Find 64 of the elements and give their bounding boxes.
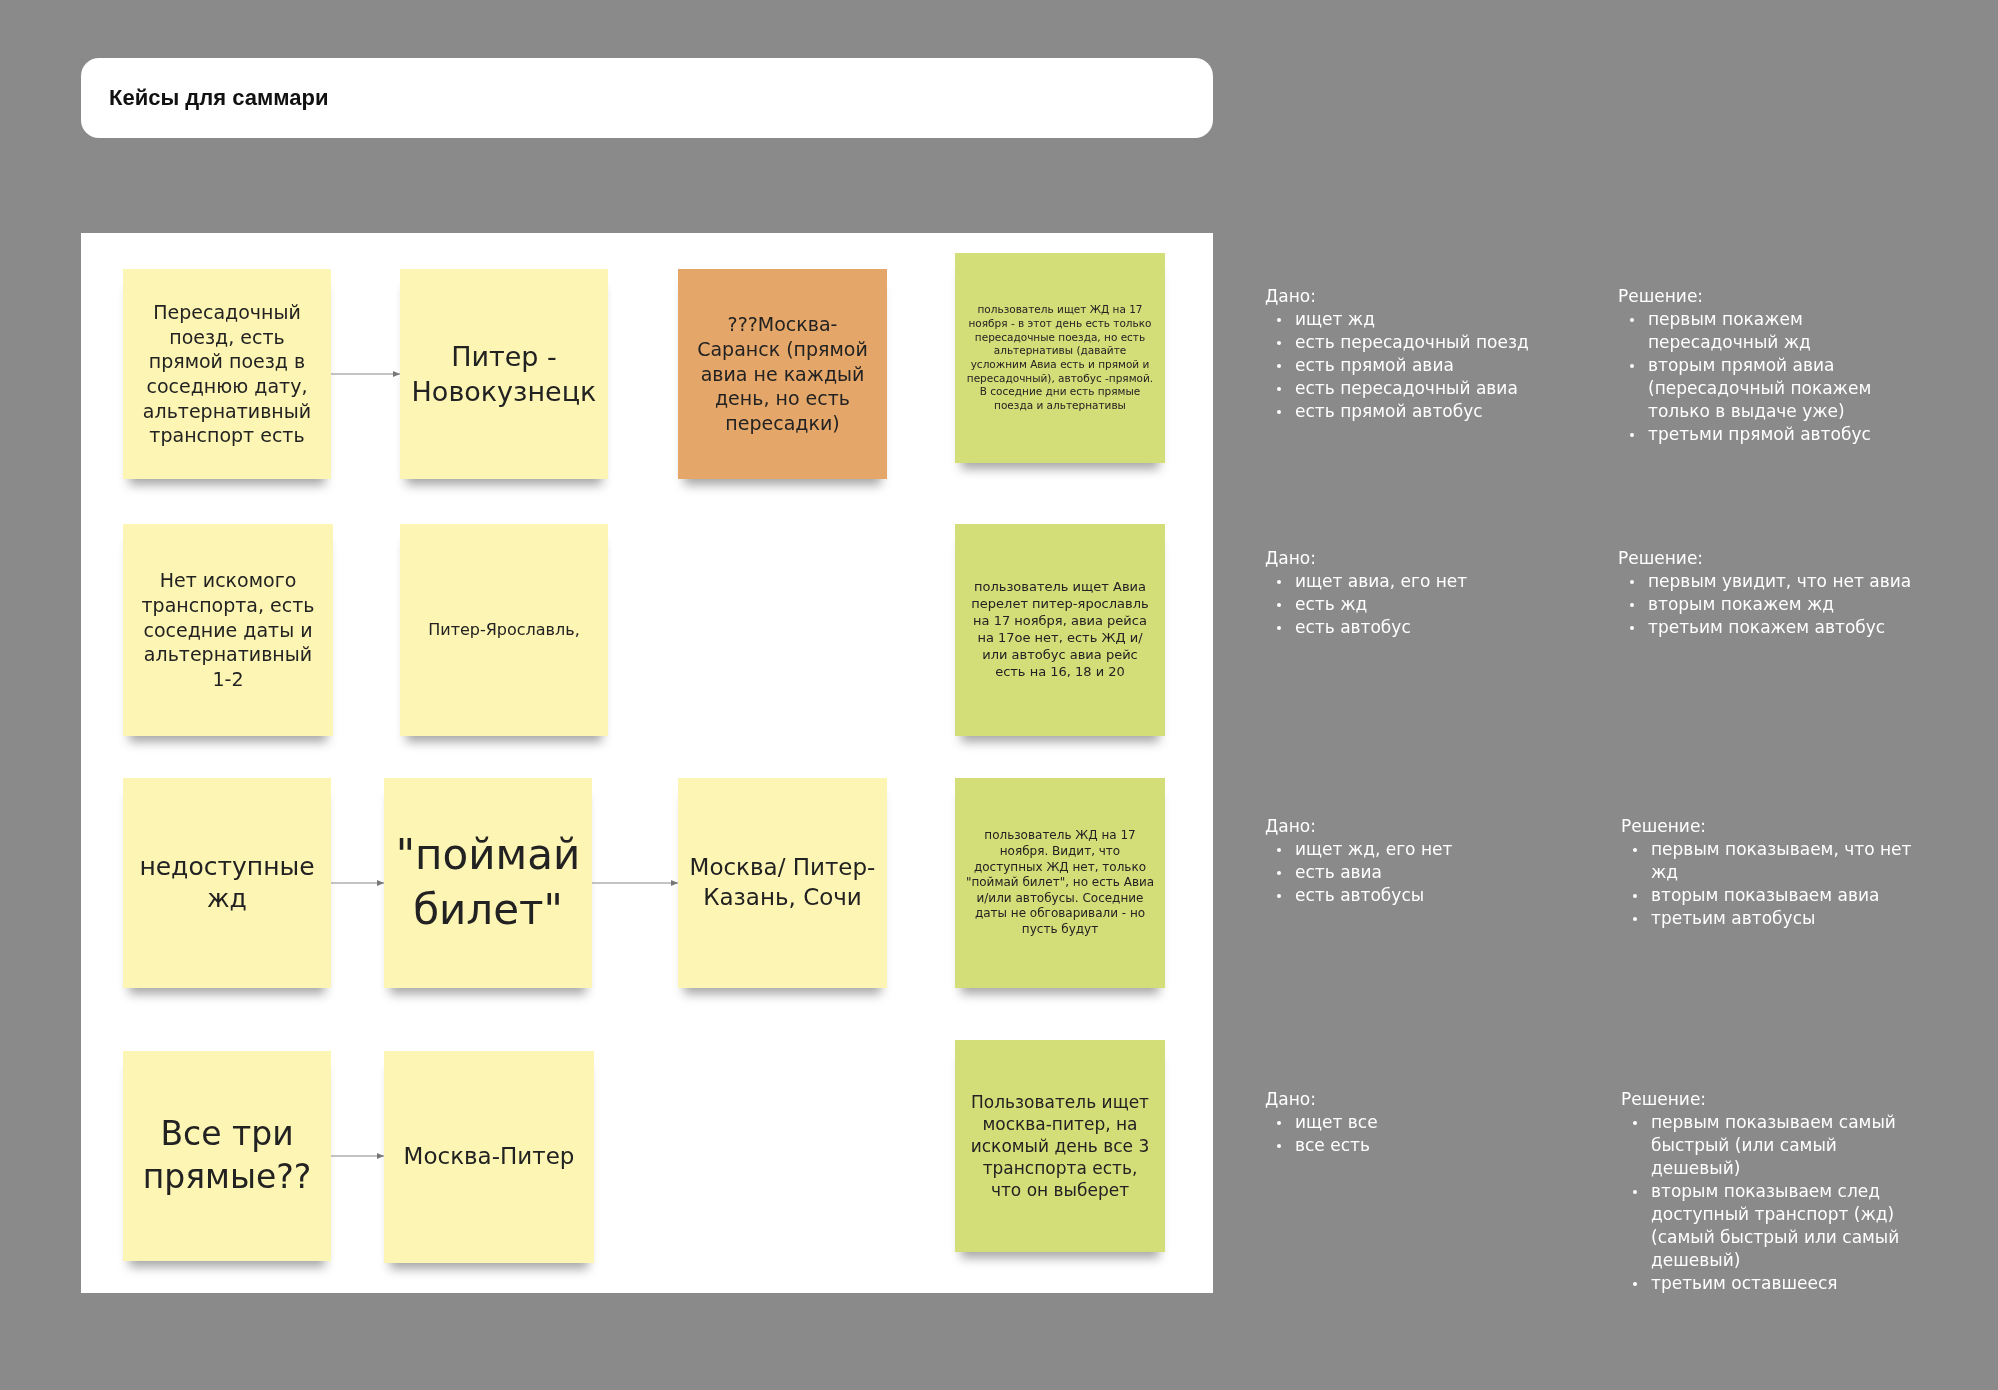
block-heading: Дано: — [1265, 547, 1317, 570]
sticky-note — [955, 778, 1165, 988]
bullet-item: вторым прямой авиа (пересадочный покажем только в выдаче уже) — [1648, 355, 1872, 421]
block-heading: Решение: — [1621, 815, 1708, 838]
bullet-item: есть пересадочный авиа — [1295, 378, 1518, 398]
bullet-item: есть авиа — [1295, 862, 1383, 882]
bullet-item: первым показываем самый быстрый (или самый дешевый) — [1651, 1112, 1896, 1178]
sticky-note — [384, 778, 592, 988]
bullet-item: вторым показываем след доступный транспорт (жд) (самый быстрый или самый дешевый) — [1651, 1181, 1900, 1270]
sticky-note — [123, 269, 331, 479]
arrow — [330, 880, 385, 886]
sticky-note — [955, 253, 1165, 463]
sticky-note — [400, 269, 608, 479]
bullet-item: ищет авиа, его нет — [1295, 571, 1468, 591]
sticky-note — [400, 524, 608, 736]
block-heading: Решение: — [1621, 1088, 1708, 1111]
sticky-note — [955, 524, 1165, 736]
bullet-item: вторым показываем авиа — [1651, 885, 1880, 905]
note-text: Пользователь ищет москва-питер, на искомый день все 3 транспорта есть, что он выберет — [969, 1090, 1151, 1202]
note-text: недоступные жд — [138, 850, 316, 915]
bullet-item: есть прямой авиа — [1295, 355, 1454, 375]
bullet-item: ищет жд — [1295, 309, 1375, 329]
bullet-item: ищет все — [1295, 1112, 1378, 1132]
note-text: ???Москва-Саранск (прямой авиа не каждый день, но есть пересадки) — [696, 312, 869, 436]
sticky-note — [123, 524, 333, 736]
note-text: Питер - Новокузнецк — [410, 339, 598, 409]
note-text: Все три прямые?? — [141, 1113, 313, 1198]
block-heading: Дано: — [1265, 1088, 1317, 1111]
sticky-note — [123, 778, 331, 988]
arrow — [591, 880, 679, 886]
block-heading: Решение: — [1618, 285, 1705, 308]
bullet-item: есть прямой автобус — [1295, 401, 1483, 421]
note-text: "поймай билет" — [394, 829, 582, 936]
bullet-item: есть жд — [1295, 594, 1368, 614]
bullet-item: третьим автобусы — [1651, 908, 1816, 928]
block-heading: Дано: — [1265, 285, 1317, 308]
bullet-item: есть автобусы — [1295, 885, 1425, 905]
title: Кейсы для саммари — [109, 85, 329, 111]
note-text: Нет искомого транспорта, есть соседние даты и альтернативный 1-2 — [140, 568, 316, 692]
block-heading: Дано: — [1265, 815, 1317, 838]
bullet-item: есть пересадочный поезд — [1295, 332, 1529, 352]
note-text: пользователь ищет Авиа перелет питер-ярославль на 17 ноября, авиа рейса на 17ое нет, есть ЖД и/или автобус авиа рейс есть на 16, 18 и 20 — [970, 579, 1150, 681]
bullet-item: третьим оставшееся — [1651, 1273, 1838, 1293]
sticky-note — [678, 269, 887, 479]
note-text: Москва/ Питер-Казань, Сочи — [688, 853, 877, 912]
note-text: пользователь ЖД на 17 ноября. Видит, что доступных ЖД нет, только "поймай билет", но есть Авиа и/или автобусы. Соседние даты не обговаривали - но пусть будут — [965, 828, 1155, 938]
sticky-note — [384, 1051, 594, 1263]
sticky-note — [955, 1040, 1165, 1252]
sticky-note — [678, 778, 887, 988]
note-text: Москва-Питер — [403, 1142, 575, 1172]
arrow — [330, 371, 401, 377]
bullet-item: есть автобус — [1295, 617, 1411, 637]
block-heading: Решение: — [1618, 547, 1705, 570]
bullet-item: вторым покажем жд — [1648, 594, 1835, 614]
note-text: Питер-Ярославль, — [428, 619, 580, 641]
sticky-note — [123, 1051, 331, 1261]
bullet-item: первым увидит, что нет авиа — [1648, 571, 1912, 591]
bullet-item: третьми прямой автобус — [1648, 424, 1871, 444]
note-text: Пересадочный поезд, есть прямой поезд в соседнюю дату, альтернативный транспорт есть — [141, 299, 313, 449]
note-text: пользователь ищет ЖД на 17 ноября - в этот день есть только пересадочные поезда, но есть альтернативы (давайте усложним Авиа есть и прямой и пересадочный), автобус -прямой. В соседние дни есть прямые поезда и альтернативы — [965, 303, 1155, 413]
bullet-item: третьим покажем автобус — [1648, 617, 1886, 637]
arrow — [330, 1153, 385, 1159]
bullet-item: все есть — [1295, 1135, 1370, 1155]
bullet-item: ищет жд, его нет — [1295, 839, 1453, 859]
